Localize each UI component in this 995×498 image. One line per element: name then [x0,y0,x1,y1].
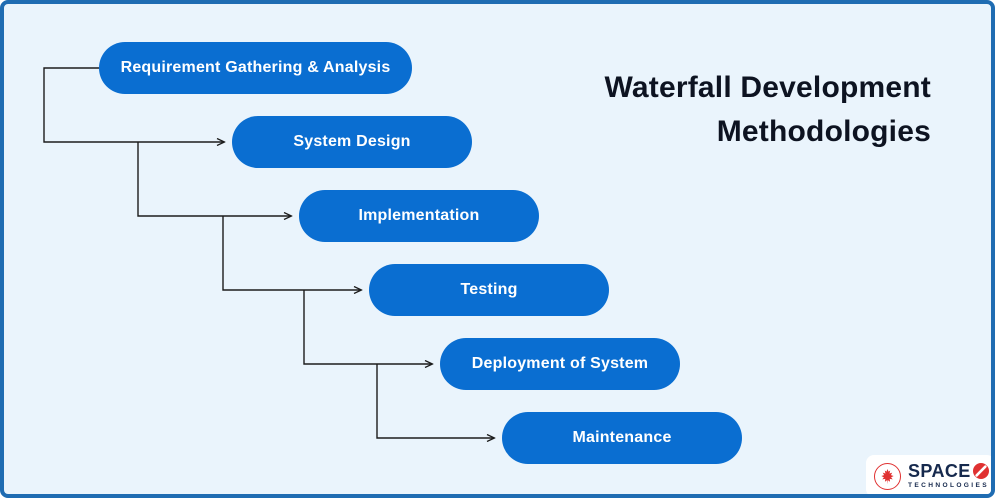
slashed-o-icon [972,463,989,480]
maple-leaf-icon [874,462,901,490]
stage-maintenance: Maintenance [502,412,742,464]
page-title-line1: Waterfall Development [604,71,931,104]
brand-name: SPACE [908,461,971,482]
stage-system-design: System Design [232,116,472,168]
spaceo-logo: SPACE TECHNOLOGIES [866,455,991,494]
stage-implementation: Implementation [299,190,539,242]
brand-subtitle: TECHNOLOGIES [908,482,989,490]
stage-deployment-of-system: Deployment of System [440,338,680,390]
page-title-line2: Methodologies [716,115,931,148]
brand-row: SPACE [908,462,989,480]
stage-testing: Testing [369,264,609,316]
page-title: Waterfall Development Methodologies [605,66,932,154]
logo-text-block: SPACE TECHNOLOGIES [908,462,989,490]
stage-requirement-gathering-analysis: Requirement Gathering & Analysis [99,42,412,94]
